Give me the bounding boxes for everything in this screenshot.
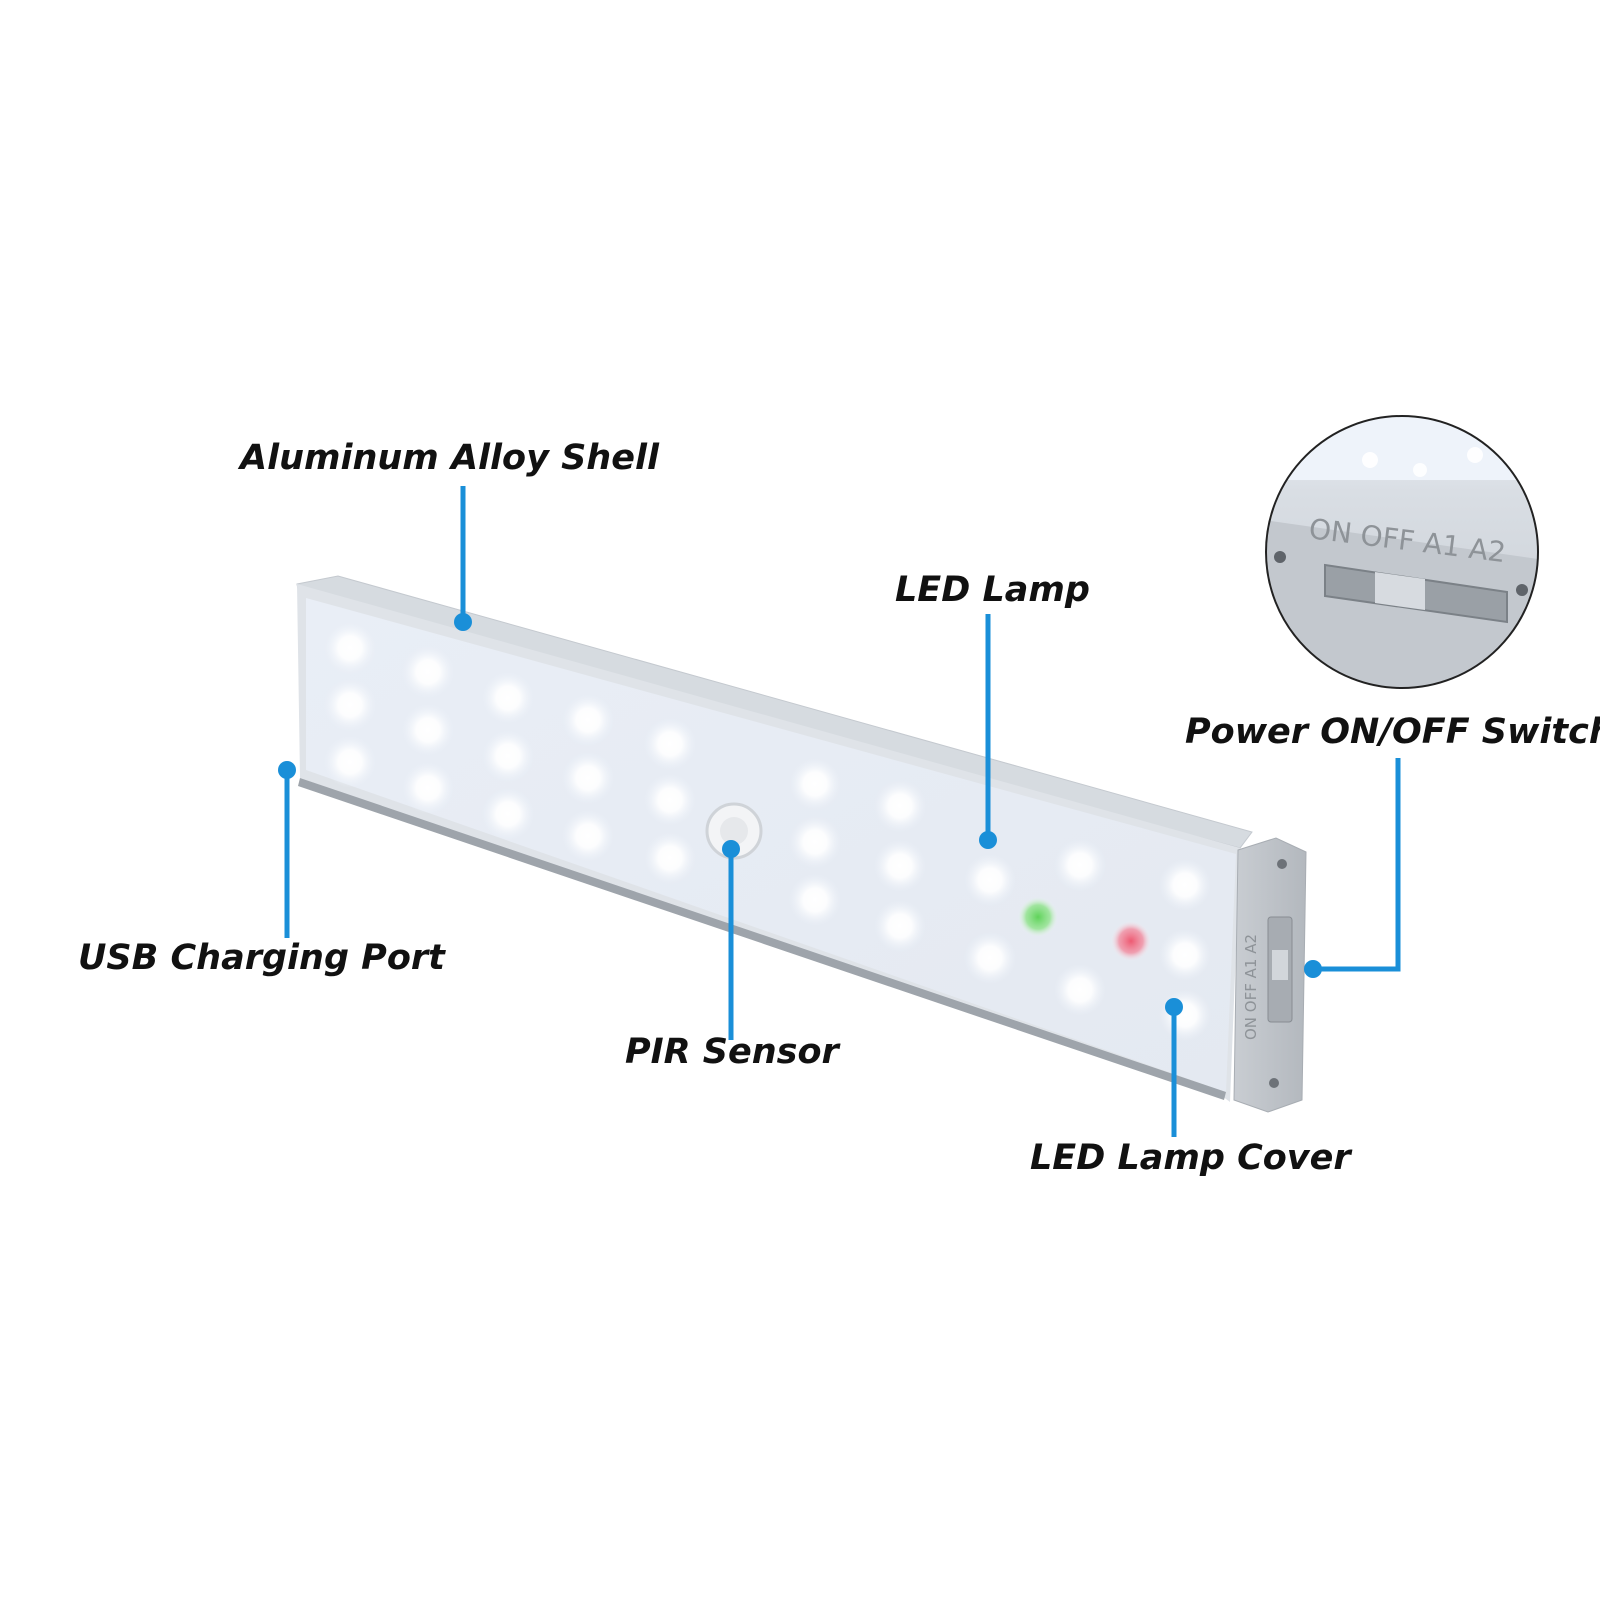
led-light	[562, 694, 614, 746]
led-light	[562, 810, 614, 862]
led-light	[1054, 839, 1106, 891]
label-aluminum-alloy-shell: Aluminum Alloy Shell	[240, 438, 659, 478]
callout-dot-power	[1304, 960, 1322, 978]
callout-dot-led	[979, 831, 997, 849]
led-light	[1054, 964, 1106, 1016]
led-light	[324, 622, 376, 674]
led-light	[482, 672, 534, 724]
led-light	[482, 730, 534, 782]
led-light	[1159, 929, 1211, 981]
end-cap-switch-markings: ON OFF A1 A2	[1242, 934, 1260, 1040]
led-light	[964, 932, 1016, 984]
led-light	[644, 718, 696, 770]
label-usb-charging-port: USB Charging Port	[78, 938, 445, 978]
label-pir-sensor: PIR Sensor	[625, 1032, 839, 1072]
end-cap: ON OFF A1 A2	[1233, 837, 1307, 1113]
pir-sensor	[705, 802, 763, 860]
led-light	[1159, 989, 1211, 1041]
callout-dot-cover	[1165, 998, 1183, 1016]
callout-lines	[284, 486, 1401, 1137]
led-light	[789, 874, 841, 926]
switch-inset: ON OFF A1 A2	[1265, 415, 1539, 689]
led-light	[644, 832, 696, 884]
inset-switch-knob[interactable]	[1375, 572, 1425, 610]
red-indicator-light	[1111, 921, 1151, 961]
led-light	[964, 854, 1016, 906]
led-lamp-array	[324, 622, 1211, 1041]
end-cap-switch-knob[interactable]	[1272, 950, 1288, 980]
led-light	[874, 840, 926, 892]
led-light	[874, 780, 926, 832]
led-light	[1159, 859, 1211, 911]
green-indicator-light	[1018, 897, 1058, 937]
led-light	[644, 774, 696, 826]
led-light	[789, 816, 841, 868]
led-light	[874, 900, 926, 952]
led-light	[402, 762, 454, 814]
aluminum-shell-bottom	[298, 778, 1226, 1100]
callout-dot-usb	[278, 761, 296, 779]
callout-dots	[278, 613, 1322, 1016]
label-power-switch: Power ON/OFF Switch	[1185, 712, 1600, 752]
led-light	[324, 679, 376, 731]
callout-dot-shell	[454, 613, 472, 631]
callout-line-power	[1313, 758, 1401, 972]
led-light	[324, 736, 376, 788]
callout-dot-pir	[722, 840, 740, 858]
led-light	[402, 646, 454, 698]
led-light	[482, 788, 534, 840]
label-led-lamp-cover: LED Lamp Cover	[1030, 1138, 1351, 1178]
led-light	[789, 758, 841, 810]
led-light	[402, 704, 454, 756]
label-led-lamp: LED Lamp	[895, 570, 1090, 610]
led-light	[562, 752, 614, 804]
